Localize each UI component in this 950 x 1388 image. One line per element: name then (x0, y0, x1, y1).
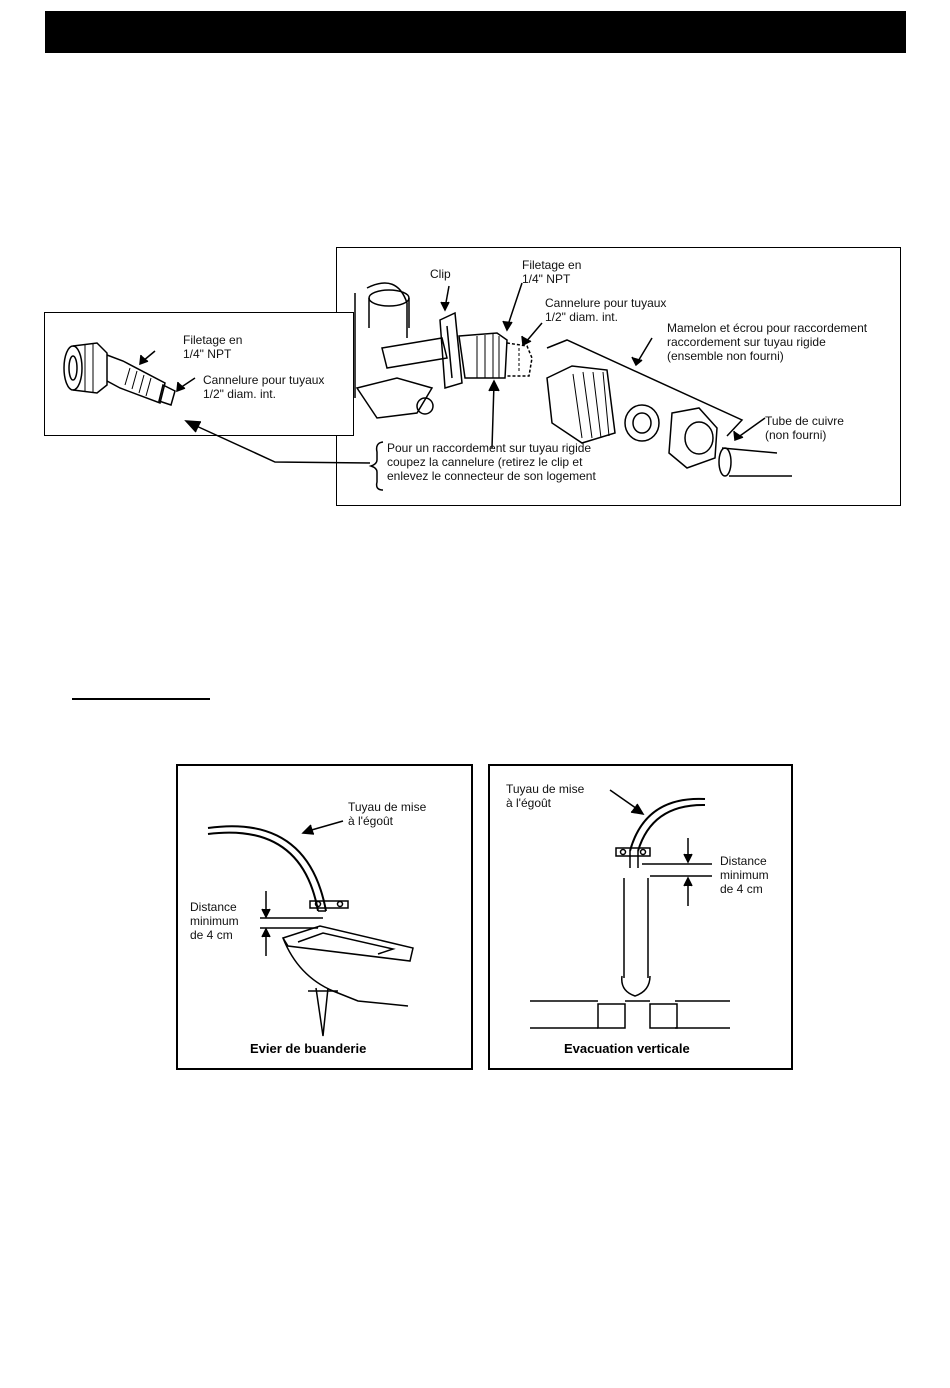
inset-thread-label: Filetage en 1/4" NPT (183, 333, 243, 361)
fitting-diagram-box: Clip Filetage en 1/4" NPT Cannelure pour… (336, 247, 901, 506)
section-heading-underline (72, 698, 210, 700)
fitting-drawing (354, 282, 792, 491)
rigid-connection-note: Pour un raccordement sur tuyau rigide co… (387, 441, 596, 483)
standpipe-hose-label: Tuyau de mise à l'égoût (506, 782, 585, 810)
standpipe-drawing (530, 789, 730, 1029)
fitting-inset-box: Filetage en 1/4" NPT Cannelure pour tuya… (44, 312, 354, 436)
nipple-nut-label: Mamelon et écrou pour raccordement racco… (667, 321, 868, 363)
copper-tube-label: Tube de cuivre (non fourni) (765, 414, 844, 442)
thread-label: Filetage en 1/4" NPT (522, 258, 582, 286)
fitting-inset-drawing (63, 342, 196, 406)
barb-label: Cannelure pour tuyaux 1/2" diam. int. (545, 296, 667, 324)
inset-barb-label: Cannelure pour tuyaux 1/2" diam. int. (203, 373, 325, 401)
page-header-bar (45, 11, 906, 53)
standpipe-caption: Evacuation verticale (564, 1041, 690, 1056)
standpipe-distance-label: Distance minimum de 4 cm (720, 854, 769, 896)
sink-drain-box: Tuyau de mise à l'égoût Distance minimum… (176, 764, 473, 1070)
standpipe-drain-box: Tuyau de mise à l'égoût Distance minimum… (488, 764, 793, 1070)
sink-hose-label: Tuyau de mise à l'égoût (348, 800, 427, 828)
clip-label: Clip (430, 267, 451, 281)
sink-caption: Evier de buanderie (250, 1041, 367, 1056)
sink-drawing (207, 820, 414, 1037)
sink-distance-label: Distance minimum de 4 cm (190, 900, 239, 942)
